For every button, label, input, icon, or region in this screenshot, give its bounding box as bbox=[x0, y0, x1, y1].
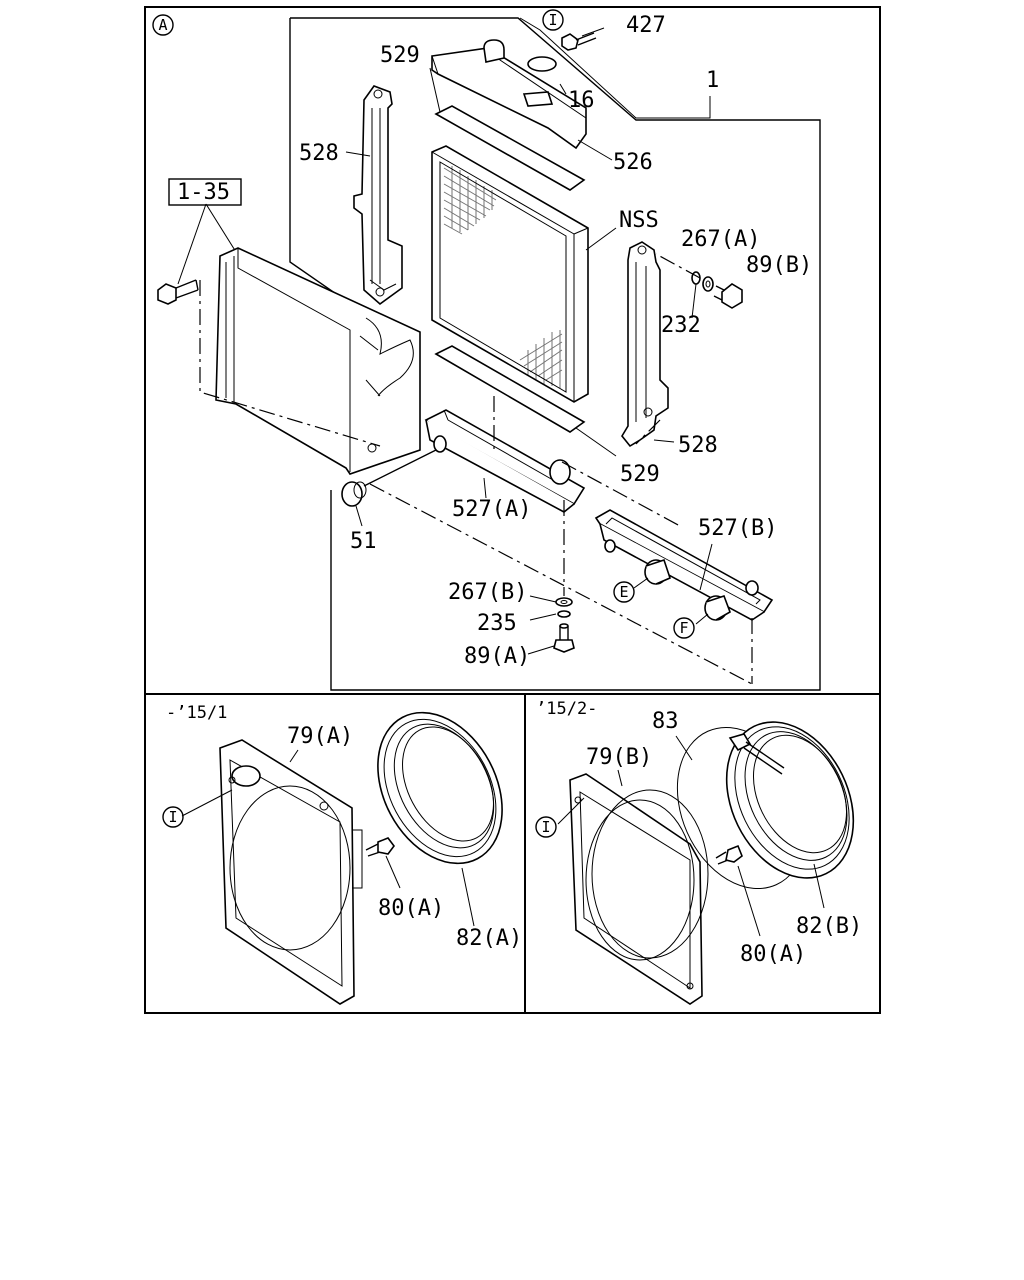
fan-shroud-79a bbox=[219, 739, 363, 1005]
label-427: 427 bbox=[626, 13, 666, 38]
marker-f: F bbox=[673, 617, 695, 639]
marker-e: E bbox=[613, 581, 635, 603]
shroud-ring-82a bbox=[377, 711, 503, 865]
svg-text:I: I bbox=[168, 808, 177, 826]
label-82b: 82(B) bbox=[796, 914, 862, 939]
gasket-529-bottom bbox=[434, 345, 586, 433]
leader-lines-upper bbox=[345, 17, 713, 655]
label-529-bottom: 529 bbox=[620, 462, 660, 487]
svg-text:I: I bbox=[541, 818, 550, 836]
bolt-89a bbox=[553, 623, 575, 653]
label-nss: NSS bbox=[619, 208, 659, 233]
marker-i-top: I bbox=[542, 9, 564, 31]
lower-tank-527a bbox=[424, 409, 586, 513]
label-267b: 267(B) bbox=[448, 580, 527, 605]
svg-text:E: E bbox=[619, 583, 628, 601]
label-235: 235 bbox=[477, 611, 517, 636]
label-89b: 89(B) bbox=[746, 253, 812, 278]
leader-lines-bottom-right bbox=[557, 735, 825, 937]
label-89a: 89(A) bbox=[464, 644, 530, 669]
label-80a-right: 80(A) bbox=[740, 942, 806, 967]
bolt-80a-left bbox=[365, 837, 395, 857]
fan-shroud-79b bbox=[569, 773, 709, 1005]
bolt-80a-right bbox=[715, 844, 743, 865]
washer-267a bbox=[702, 276, 714, 292]
label-526: 526 bbox=[613, 150, 653, 175]
panel-marker-a: A bbox=[152, 14, 174, 36]
svg-text:A: A bbox=[158, 16, 167, 34]
washer-235 bbox=[557, 610, 571, 618]
side-bracket-528-left bbox=[353, 85, 403, 306]
marker-i-left: I bbox=[162, 806, 184, 828]
label-267a: 267(A) bbox=[681, 227, 760, 252]
assembly-lines bbox=[369, 253, 753, 685]
label-527b: 527(B) bbox=[698, 516, 777, 541]
diagram-frame bbox=[144, 6, 881, 1014]
shroud-ring-82b bbox=[725, 721, 855, 879]
label-529-top: 529 bbox=[380, 43, 420, 68]
label-82a: 82(A) bbox=[456, 926, 522, 951]
core-hatch-bottom bbox=[519, 330, 563, 388]
clamp-screw-82b bbox=[728, 733, 785, 775]
bolt-89b bbox=[713, 283, 743, 309]
label-16: 16 bbox=[568, 88, 595, 113]
upper-tank bbox=[431, 39, 587, 150]
label-527a: 527(A) bbox=[452, 497, 531, 522]
ref-box-1-35 bbox=[168, 178, 242, 206]
label-232: 232 bbox=[661, 313, 701, 338]
label-80a-left: 80(A) bbox=[378, 896, 444, 921]
leader-lines-bottom-left bbox=[181, 749, 475, 927]
core-hatch-top bbox=[443, 166, 497, 235]
washer-267b bbox=[555, 597, 573, 607]
label-1-35: 1-35 bbox=[177, 180, 230, 205]
label-79a: 79(A) bbox=[287, 724, 353, 749]
label-528-right: 528 bbox=[678, 433, 718, 458]
range-label-left: -’15/1 bbox=[166, 703, 227, 723]
label-1: 1 bbox=[706, 68, 719, 93]
range-label-right: ’15/2- bbox=[536, 699, 597, 719]
label-528-left: 528 bbox=[299, 141, 339, 166]
label-83: 83 bbox=[652, 709, 679, 734]
lower-bracket-527b bbox=[594, 509, 774, 621]
screw-427 bbox=[561, 32, 597, 51]
hose-clamp-51 bbox=[341, 449, 437, 507]
marker-i-right: I bbox=[535, 816, 557, 838]
label-51: 51 bbox=[350, 529, 377, 554]
side-bracket-528-right bbox=[621, 241, 669, 448]
svg-text:I: I bbox=[548, 11, 557, 29]
label-79b: 79(B) bbox=[586, 745, 652, 770]
left-radiator-unit bbox=[199, 247, 421, 475]
svg-text:F: F bbox=[679, 619, 688, 637]
gasket-529-top bbox=[434, 105, 586, 191]
radiator-core bbox=[431, 145, 589, 403]
